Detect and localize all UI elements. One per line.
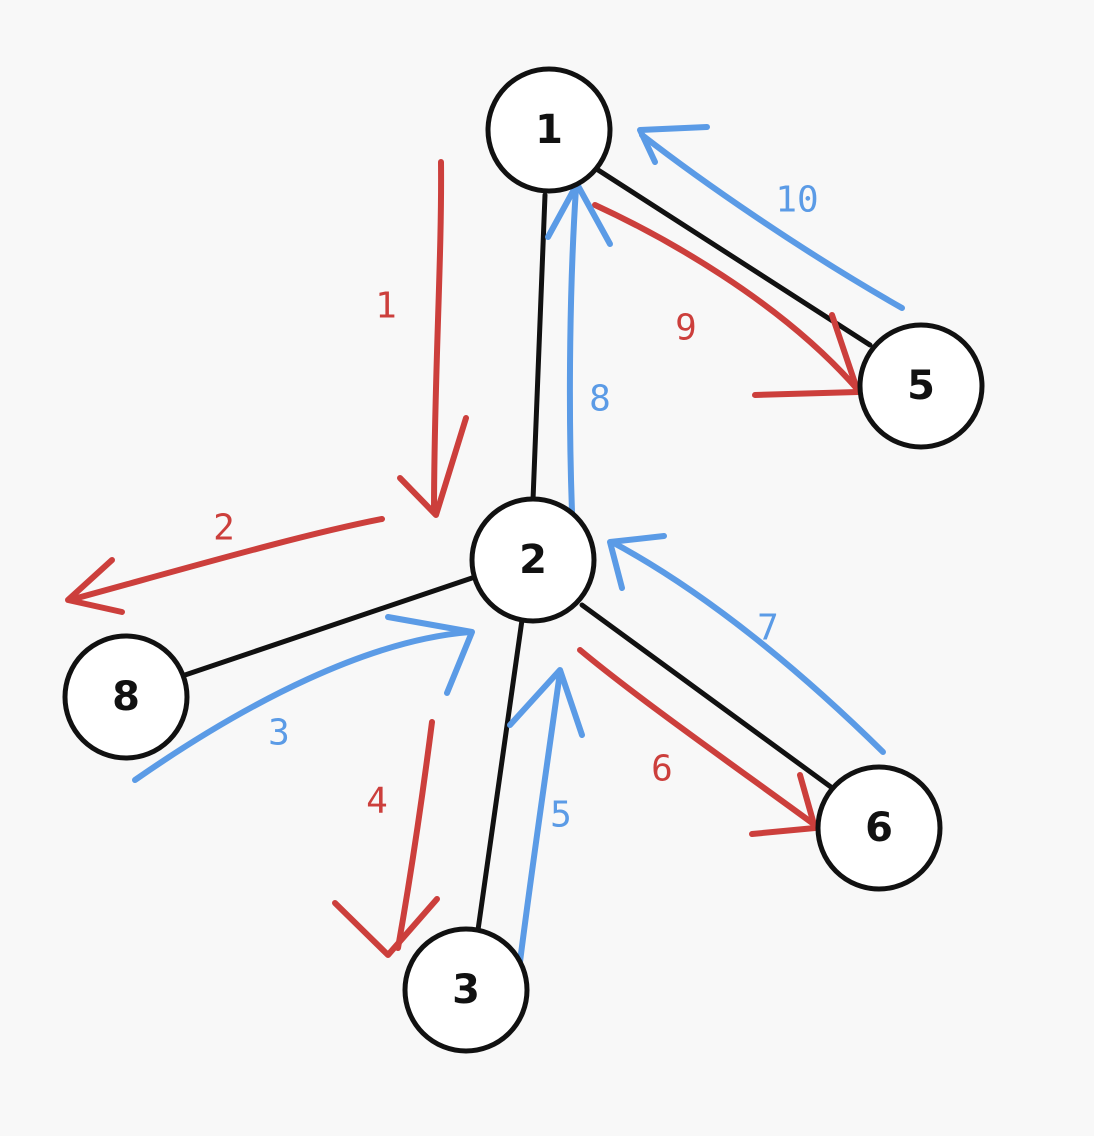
step-label-1: 1 xyxy=(375,286,397,327)
step-label-2: 2 xyxy=(213,508,235,549)
arrow-step-7 xyxy=(607,533,886,755)
node-5: 5 xyxy=(857,322,985,450)
arrow-step-10 xyxy=(637,124,905,311)
node-8-label: 8 xyxy=(112,674,140,720)
node-3-label: 3 xyxy=(452,967,480,1013)
step-label-7: 7 xyxy=(757,608,779,649)
ascend-arrows xyxy=(132,124,905,981)
step-label-3: 3 xyxy=(268,713,290,754)
arrow-step-1 xyxy=(397,159,469,518)
step-label-9: 9 xyxy=(675,308,697,349)
node-6-label: 6 xyxy=(865,805,893,851)
step-label-4: 4 xyxy=(366,781,388,822)
node-8: 8 xyxy=(62,633,190,761)
node-6: 6 xyxy=(815,764,943,892)
step-label-10: 10 xyxy=(775,180,818,221)
edge-1-2 xyxy=(530,192,548,503)
arrow-step-5 xyxy=(507,667,585,981)
arrow-step-6 xyxy=(577,647,818,837)
edge-1-5 xyxy=(592,165,873,348)
node-1: 1 xyxy=(485,66,613,194)
node-2: 2 xyxy=(469,496,597,624)
node-3: 3 xyxy=(402,926,530,1054)
arrow-step-8 xyxy=(545,181,613,515)
step-label-8: 8 xyxy=(589,379,611,420)
edge-2-3 xyxy=(475,617,525,933)
step-labels: 1 2 3 4 5 6 7 8 9 10 xyxy=(213,180,819,836)
step-label-5: 5 xyxy=(550,795,572,836)
edge-2-6 xyxy=(579,602,838,793)
arrow-step-3 xyxy=(132,614,475,783)
edges xyxy=(182,165,873,933)
step-label-6: 6 xyxy=(651,749,673,790)
node-2-label: 2 xyxy=(519,537,547,583)
descend-arrows xyxy=(65,159,861,958)
edge-2-8 xyxy=(182,575,475,678)
node-1-label: 1 xyxy=(535,107,563,153)
arrow-step-9 xyxy=(592,202,861,398)
arrow-step-2 xyxy=(65,516,385,615)
arrow-step-4 xyxy=(332,719,440,958)
node-5-label: 5 xyxy=(907,363,935,409)
nodes: 1 2 5 8 6 3 xyxy=(62,66,985,1054)
